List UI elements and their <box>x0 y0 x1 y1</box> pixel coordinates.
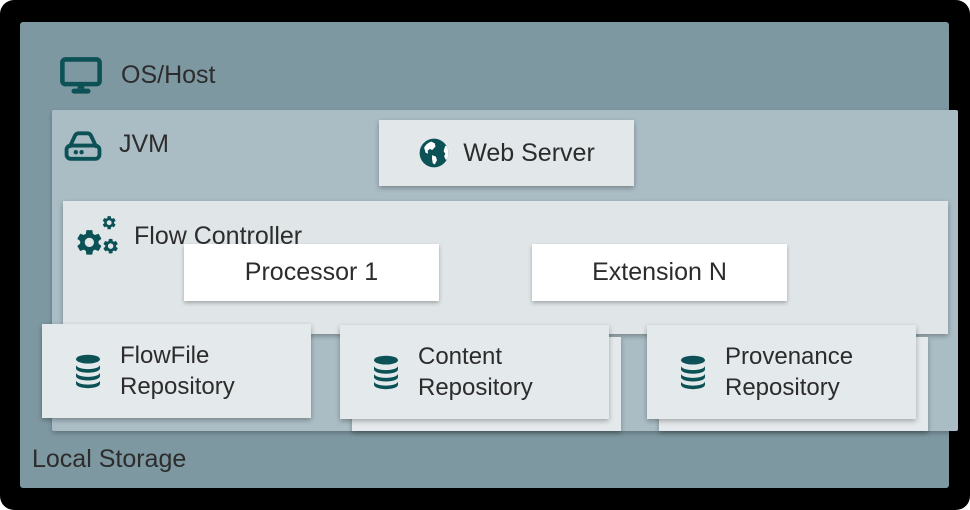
local-storage-label: Local Storage <box>32 445 187 473</box>
processor-box: Processor 1 <box>184 244 439 301</box>
harddrive-icon <box>62 127 104 162</box>
flowfile-repository-label: FlowFile Repository <box>120 342 235 400</box>
provenance-repository-card: Provenance Repository <box>647 325 916 419</box>
flowfile-repository-card: FlowFile Repository <box>42 324 311 418</box>
gears-icon <box>73 214 119 258</box>
jvm-label: JVM <box>119 130 169 158</box>
extension-box: Extension N <box>532 244 787 301</box>
content-repository-label: Content Repository <box>418 343 533 401</box>
provenance-repository-label: Provenance Repository <box>725 343 854 401</box>
extension-label: Extension N <box>592 258 727 286</box>
processor-label: Processor 1 <box>244 258 379 286</box>
monitor-icon <box>58 56 104 94</box>
database-icon <box>72 353 104 389</box>
globe-icon <box>418 137 450 169</box>
database-icon <box>677 354 709 390</box>
database-icon <box>370 354 402 390</box>
jvm-header: JVM <box>62 127 169 162</box>
web-server-box: Web Server <box>379 120 634 186</box>
os-host-label: OS/Host <box>121 60 216 89</box>
web-server-label: Web Server <box>463 138 595 167</box>
content-repository-card: Content Repository <box>340 325 609 419</box>
os-host-header: OS/Host <box>58 56 215 94</box>
